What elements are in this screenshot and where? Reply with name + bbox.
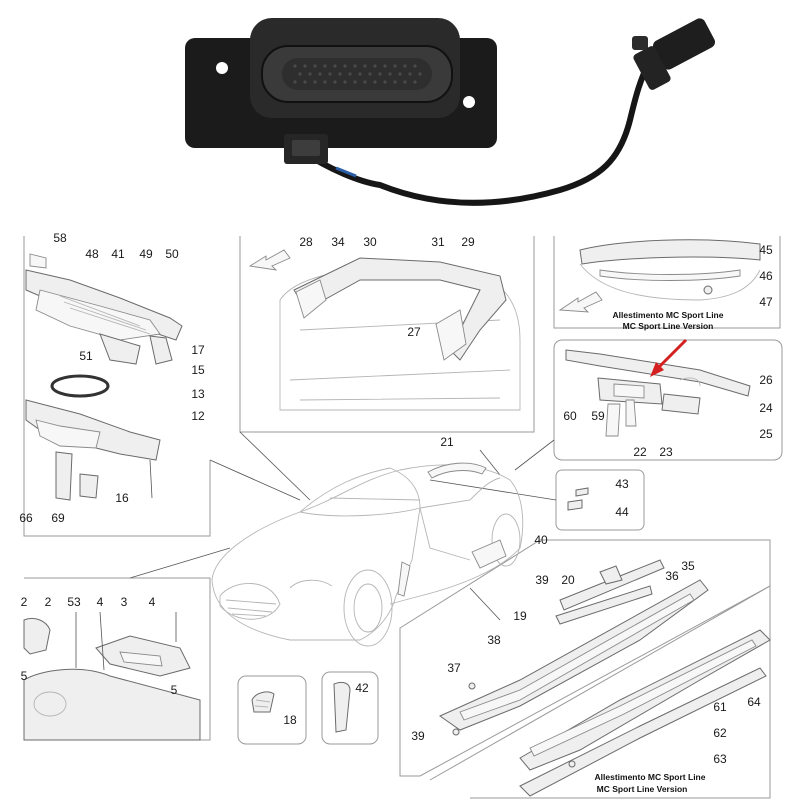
callout-light-bar-view-26: 26 bbox=[759, 373, 773, 387]
mount-hole-right bbox=[463, 96, 475, 108]
callout-front-panel-2: 2 bbox=[45, 595, 52, 609]
callout-light-bar-view-22: 22 bbox=[633, 445, 647, 459]
callout-windscreen-panel-17: 17 bbox=[191, 343, 205, 357]
part-42 bbox=[333, 681, 351, 733]
callout-front-panel-5: 5 bbox=[21, 669, 28, 683]
callout-sill-panel-61: 61 bbox=[713, 700, 727, 714]
callout-sill-panel-64: 64 bbox=[747, 695, 761, 709]
view-arrow-icon bbox=[558, 291, 603, 313]
callout-windscreen-panel-41: 41 bbox=[111, 247, 125, 261]
seal-ring bbox=[50, 374, 110, 398]
view-arrow-icon bbox=[248, 249, 291, 271]
cowl-panel-parts bbox=[25, 253, 183, 501]
sill-caption-en: MC Sport Line Version bbox=[597, 784, 688, 794]
callout-sill-panel-37: 37 bbox=[447, 661, 461, 675]
callout-windscreen-panel-13: 13 bbox=[191, 387, 205, 401]
callout-windscreen-panel-16: 16 bbox=[115, 491, 129, 505]
callout-windscreen-panel-51: 51 bbox=[79, 349, 93, 363]
sill-caption-it: Allestimento MC Sport Line bbox=[595, 772, 706, 782]
callout-front-panel-5: 5 bbox=[171, 683, 178, 697]
callout-small-parts-18: 18 bbox=[283, 713, 297, 727]
callout-windscreen-panel-12: 12 bbox=[191, 409, 205, 423]
callout-spoiler-view-45: 45 bbox=[759, 243, 773, 257]
highlight-arrow bbox=[654, 338, 688, 372]
callout-spoiler-view-46: 46 bbox=[759, 269, 773, 283]
callout-center-40: 40 bbox=[534, 533, 548, 547]
switch-cable bbox=[297, 57, 653, 206]
callout-sill-panel-62: 62 bbox=[713, 726, 727, 740]
callout-center-21: 21 bbox=[440, 435, 454, 449]
callout-windscreen-panel-58: 58 bbox=[53, 231, 67, 245]
callout-boot-view-31: 31 bbox=[431, 235, 445, 249]
callout-sill-panel-20: 20 bbox=[561, 573, 575, 587]
mount-hole-left bbox=[216, 62, 228, 74]
callout-sill-panel-35: 35 bbox=[681, 559, 695, 573]
callout-light-bar-view-60: 60 bbox=[563, 409, 577, 423]
spoiler-caption-en: MC Sport Line Version bbox=[623, 321, 714, 331]
front-underpanel-parts bbox=[23, 611, 201, 741]
sill-panel-parts bbox=[438, 559, 771, 797]
spoiler-view-parts bbox=[558, 239, 761, 313]
boot-view-parts bbox=[248, 249, 521, 411]
callout-windscreen-panel-49: 49 bbox=[139, 247, 153, 261]
highlight-arrowhead bbox=[650, 362, 664, 377]
wire-accent-segment bbox=[335, 166, 357, 178]
callout-sill-panel-36: 36 bbox=[665, 569, 679, 583]
callout-light-bar-view-23: 23 bbox=[659, 445, 673, 459]
callout-windscreen-panel-48: 48 bbox=[85, 247, 99, 261]
callout-spoiler-view-47: 47 bbox=[759, 295, 773, 309]
callout-front-panel-53: 53 bbox=[67, 595, 81, 609]
car-illustration bbox=[211, 462, 524, 647]
callout-windscreen-panel-50: 50 bbox=[165, 247, 179, 261]
callout-small-parts-42: 42 bbox=[355, 681, 369, 695]
callout-light-bar-view-59: 59 bbox=[591, 409, 605, 423]
callout-light-bar-view-24: 24 bbox=[759, 401, 773, 415]
callout-sill-panel-38: 38 bbox=[487, 633, 501, 647]
callout-center-44: 44 bbox=[615, 505, 629, 519]
callout-center-43: 43 bbox=[615, 477, 629, 491]
callout-boot-view-28: 28 bbox=[299, 235, 313, 249]
callout-boot-view-29: 29 bbox=[461, 235, 475, 249]
callout-sill-panel-39: 39 bbox=[535, 573, 549, 587]
small-box-parts bbox=[251, 681, 351, 733]
callout-windscreen-panel-69: 69 bbox=[51, 511, 65, 525]
callout-windscreen-panel-15: 15 bbox=[191, 363, 205, 377]
spoiler-caption-it: Allestimento MC Sport Line bbox=[613, 310, 724, 320]
callout-light-bar-view-25: 25 bbox=[759, 427, 773, 441]
light-bar-view-parts bbox=[565, 338, 751, 437]
leader-lines bbox=[129, 431, 557, 621]
callout-front-panel-4: 4 bbox=[97, 595, 104, 609]
captions: Allestimento MC Sport Line MC Sport Line… bbox=[595, 310, 724, 794]
callout-sill-panel-19: 19 bbox=[513, 609, 527, 623]
callout-front-panel-4: 4 bbox=[149, 595, 156, 609]
callout-sill-panel-39: 39 bbox=[411, 729, 425, 743]
connector-icon bbox=[632, 18, 716, 90]
callout-boot-view-34: 34 bbox=[331, 235, 345, 249]
grip-dots bbox=[293, 64, 422, 84]
callout-boot-view-27: 27 bbox=[407, 325, 421, 339]
clip-parts bbox=[567, 487, 589, 511]
callout-sill-panel-63: 63 bbox=[713, 752, 727, 766]
callout-front-panel-2: 2 bbox=[21, 595, 28, 609]
callout-boot-view-30: 30 bbox=[363, 235, 377, 249]
boot-release-switch-photo bbox=[185, 18, 716, 206]
part-18 bbox=[251, 691, 275, 713]
callout-windscreen-panel-66: 66 bbox=[19, 511, 33, 525]
callout-front-panel-3: 3 bbox=[121, 595, 128, 609]
